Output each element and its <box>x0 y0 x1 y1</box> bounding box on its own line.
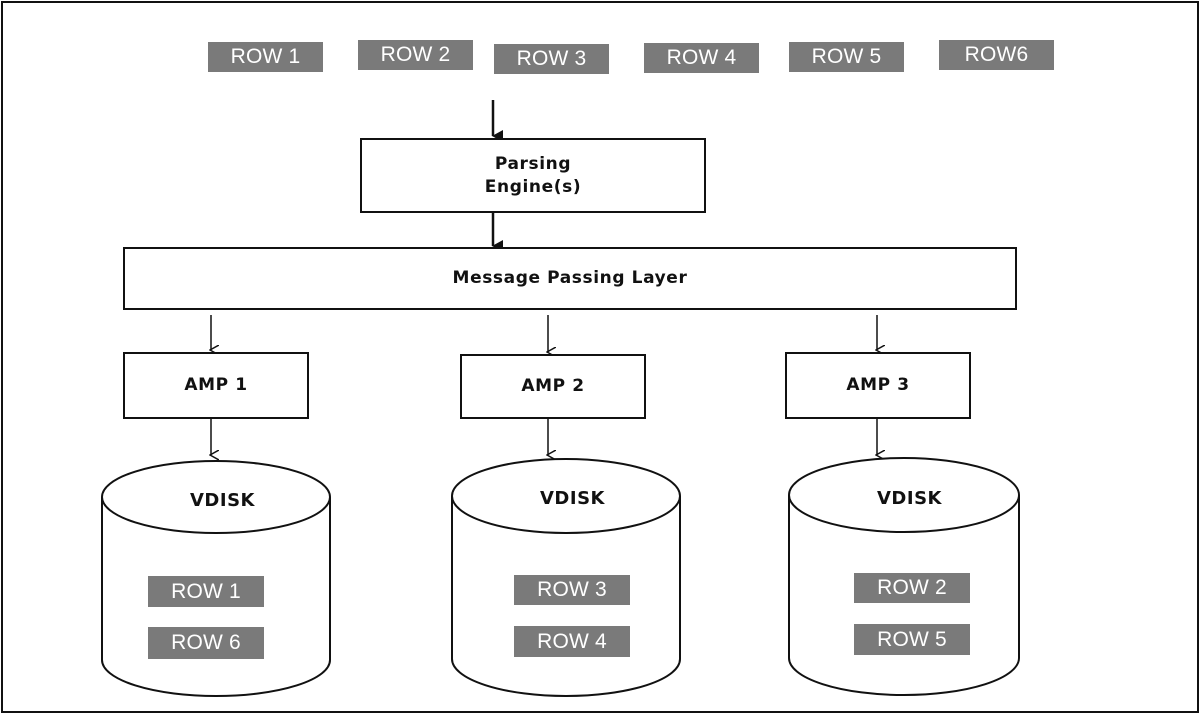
amp-2-label: AMP 2 <box>521 376 585 397</box>
amp-3-label: AMP 3 <box>846 375 910 396</box>
vdisk-3-row: ROW 5 <box>854 624 970 655</box>
vdisk-1-row: ROW 6 <box>148 627 264 659</box>
amp-1-box: AMP 1 <box>123 352 309 419</box>
input-row-5: ROW 5 <box>789 42 904 72</box>
input-row-1: ROW 1 <box>208 42 323 72</box>
vdisk-1-label: VDISK <box>190 490 255 511</box>
message-passing-layer-label: Message Passing Layer <box>452 268 688 289</box>
parsing-engine-line2: Engine(s) <box>484 176 582 197</box>
vdisk-2-label: VDISK <box>540 488 605 509</box>
input-row-2: ROW 2 <box>358 40 473 70</box>
vdisk-3-row: ROW 2 <box>854 573 970 603</box>
input-row-3: ROW 3 <box>494 44 609 74</box>
message-passing-layer: Message Passing Layer <box>123 247 1017 310</box>
input-row-6: ROW6 <box>939 40 1054 70</box>
amp-1-label: AMP 1 <box>184 375 248 396</box>
vdisk-1-row: ROW 1 <box>148 576 264 607</box>
input-row-4: ROW 4 <box>644 43 759 73</box>
parsing-engine-box: Parsing Engine(s) <box>360 138 706 213</box>
parsing-engine-line1: Parsing <box>494 154 572 175</box>
amp-3-box: AMP 3 <box>785 352 971 419</box>
vdisk-2-row: ROW 3 <box>514 575 630 605</box>
vdisk-3-label: VDISK <box>877 488 942 509</box>
amp-2-box: AMP 2 <box>460 354 646 419</box>
vdisk-2-row: ROW 4 <box>514 626 630 657</box>
